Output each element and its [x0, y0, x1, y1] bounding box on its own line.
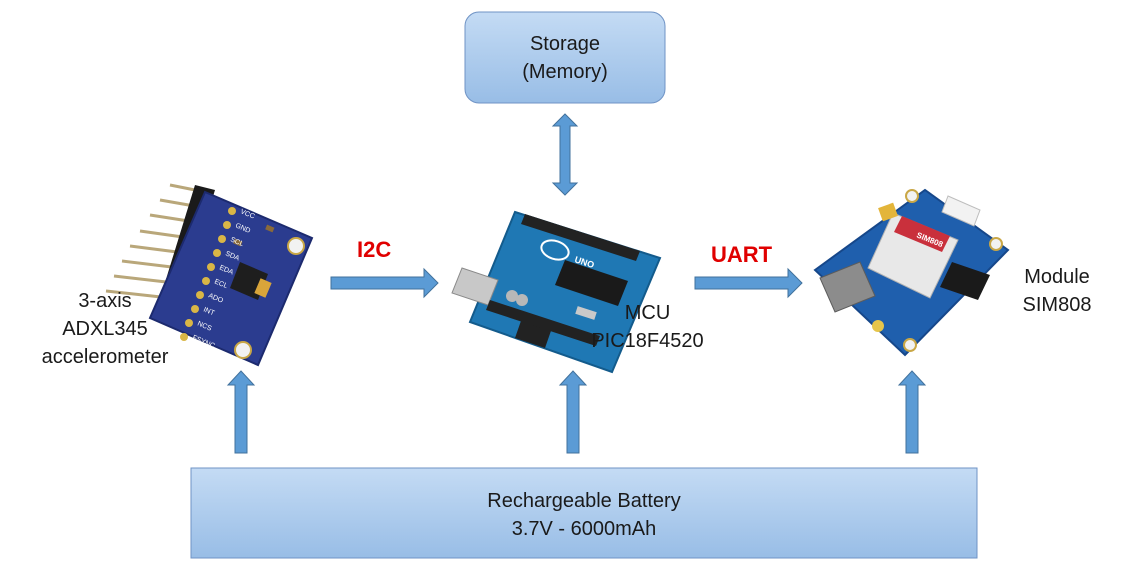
gsm-label: Module SIM808 — [1005, 263, 1109, 319]
pin-label-ecl: ECL — [213, 278, 228, 290]
battery-sensor-arrow — [226, 370, 256, 454]
battery-label: Rechargeable Battery 3.7V - 6000mAh — [191, 487, 977, 543]
battery-box — [190, 467, 978, 559]
i2c-label: I2C — [357, 237, 392, 262]
pin-label-scl: SCL — [229, 236, 244, 248]
accelerometer-line2: ADXL345 — [62, 318, 148, 340]
battery-title: Rechargeable Battery — [487, 490, 681, 512]
storage-label: Storage (Memory) — [465, 30, 665, 86]
accelerometer-label: 3-axis ADXL345 accelerometer — [10, 287, 200, 371]
mcu-board-image — [451, 210, 662, 374]
accelerometer-line3: accelerometer — [41, 346, 169, 368]
mcu-line2: PIC18F4520 — [591, 330, 704, 352]
storage-box — [464, 11, 666, 104]
gsm-line1: Module — [1024, 266, 1090, 288]
storage-mcu-double-arrow — [551, 113, 579, 196]
accelerometer-line1: 3-axis — [78, 290, 132, 312]
accelerometer-board-image — [105, 183, 314, 367]
mcu-label: MCU PIC18F4520 — [575, 299, 720, 355]
mcu-line1: MCU — [624, 302, 671, 324]
storage-subtitle: (Memory) — [522, 61, 608, 83]
battery-gsm-arrow — [897, 370, 927, 454]
storage-title: Storage — [529, 33, 601, 55]
battery-mcu-arrow — [558, 370, 588, 454]
battery-spec: 3.7V - 6000mAh — [511, 518, 657, 540]
gsm-board-image — [813, 188, 1010, 357]
uart-label: UART — [711, 242, 773, 267]
pin-label-int: INT — [202, 306, 216, 317]
uart-arrow — [694, 267, 803, 299]
i2c-arrow — [330, 267, 439, 299]
gsm-line2: SIM808 — [1022, 294, 1092, 316]
